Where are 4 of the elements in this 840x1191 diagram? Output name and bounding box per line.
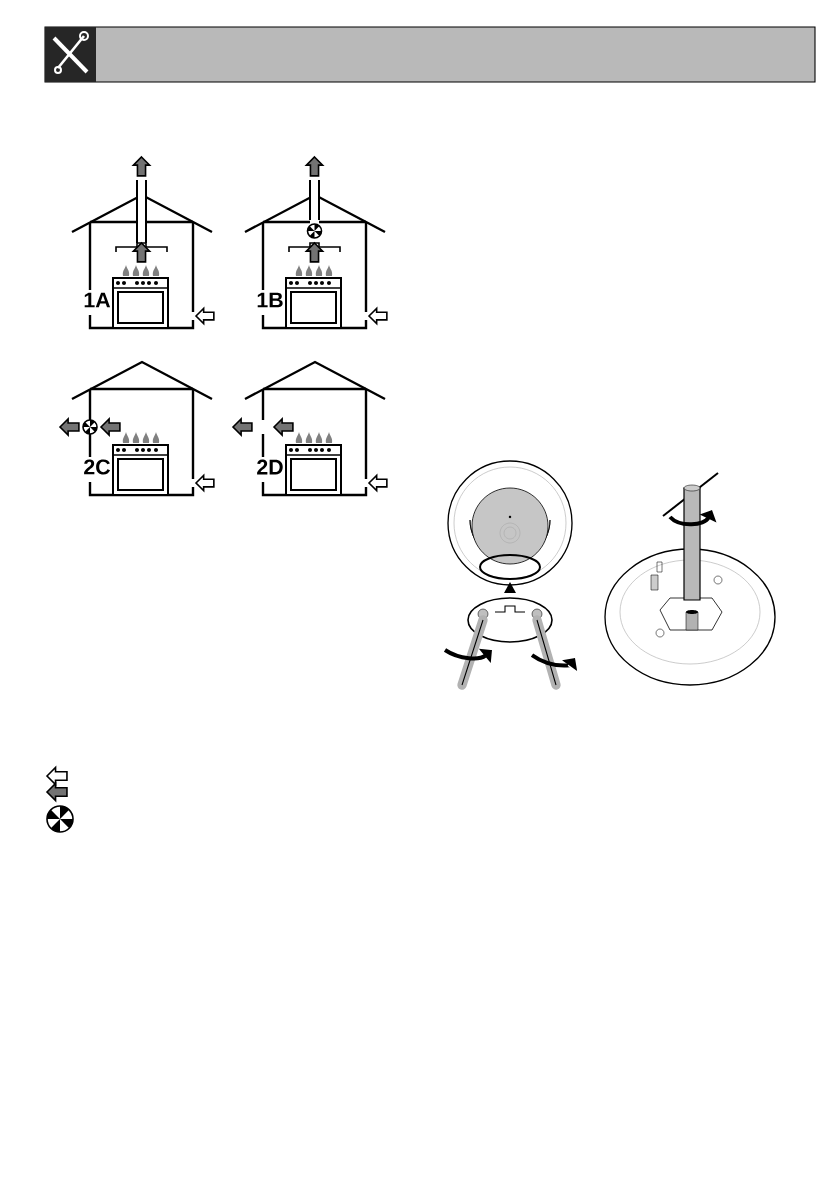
figure-label: 1A [84, 292, 111, 308]
figure-label: 2C [84, 459, 111, 475]
figure-label: 2D [257, 459, 283, 475]
figure-label: 1B [257, 292, 283, 308]
